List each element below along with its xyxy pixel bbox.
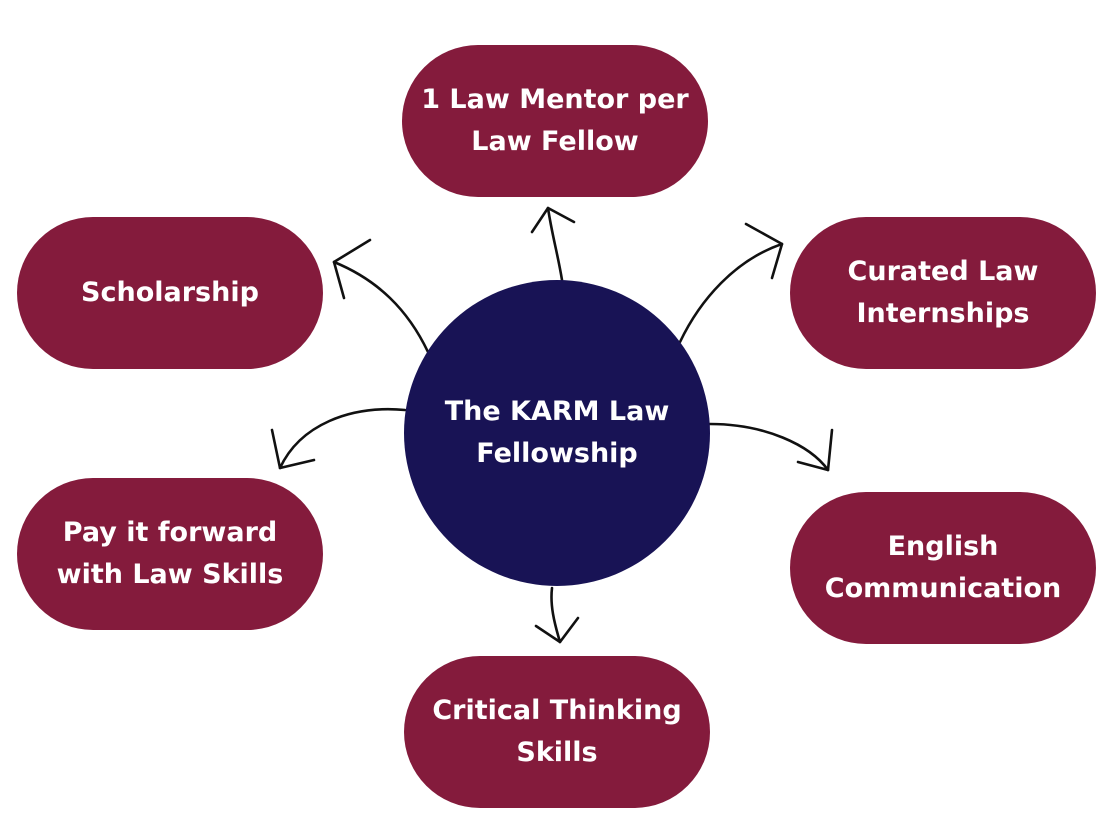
- arrow-to-left: [332, 260, 430, 354]
- hub-circle: The KARM Law Fellowship: [404, 280, 710, 586]
- node-critical-thinking: Critical Thinking Skills: [404, 656, 710, 808]
- node-scholarship-label: Scholarship: [81, 277, 259, 308]
- node-pay-it-forward-label: Pay it forward with Law Skills: [56, 517, 284, 590]
- arrow-to-bottom-left: [278, 407, 407, 470]
- node-scholarship: Scholarship: [17, 217, 323, 369]
- arrowhead-left: [332, 238, 372, 300]
- arrow-to-top-right: [678, 242, 784, 344]
- node-english: English Communication: [790, 492, 1096, 644]
- node-critical-thinking-label: Critical Thinking Skills: [432, 695, 682, 768]
- node-pay-it-forward: Pay it forward with Law Skills: [17, 478, 323, 630]
- arrow-to-bottom-right: [708, 422, 830, 472]
- node-mentor-label: 1 Law Mentor per Law Fellow: [421, 84, 689, 157]
- node-internships: Curated Law Internships: [790, 217, 1096, 369]
- arrowhead-bottom: [534, 616, 580, 644]
- arrowhead-bottom-right: [796, 428, 834, 472]
- arrow-to-bottom: [550, 586, 562, 644]
- hub-label: The KARM Law Fellowship: [444, 396, 670, 469]
- arrowhead-top: [530, 206, 576, 234]
- node-english-label: English Communication: [824, 531, 1062, 604]
- node-internships-label: Curated Law Internships: [847, 256, 1039, 329]
- arrow-to-top: [546, 206, 564, 282]
- arrowhead-top-right: [744, 222, 784, 280]
- arrowhead-bottom-left: [270, 428, 316, 470]
- node-mentor: 1 Law Mentor per Law Fellow: [402, 45, 708, 197]
